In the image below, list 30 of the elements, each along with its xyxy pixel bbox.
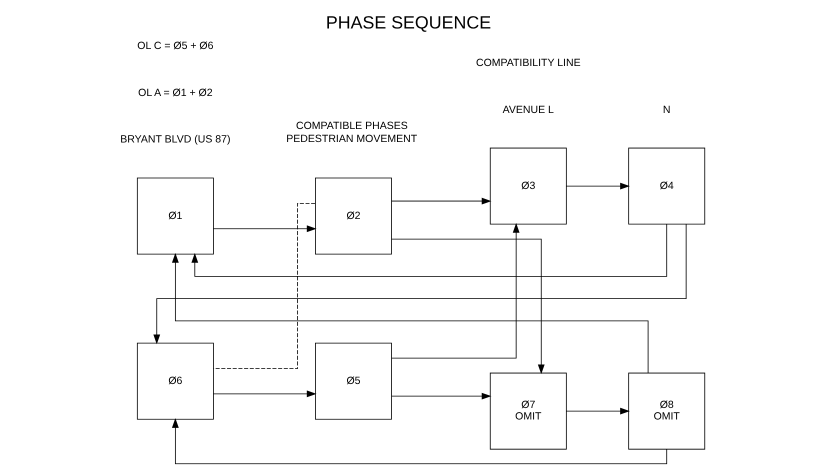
connector bbox=[213, 202, 316, 369]
label: OL A = Ø1 + Ø2 bbox=[138, 86, 213, 99]
node-box: Ø1 bbox=[136, 178, 214, 254]
label: N bbox=[662, 104, 671, 116]
legend-label: COMPATIBLE PHASES bbox=[296, 120, 408, 132]
arrow bbox=[391, 223, 520, 359]
arrow bbox=[213, 225, 317, 232]
arrow bbox=[191, 224, 668, 277]
node-box: Ø8 OMIT bbox=[628, 372, 706, 450]
node-box: Ø6 bbox=[136, 342, 214, 420]
diagram-title: PHASE SEQUENCE bbox=[326, 12, 492, 33]
node-box: Ø3 bbox=[490, 148, 567, 225]
node-box: Ø5 bbox=[315, 342, 392, 420]
arrow bbox=[391, 238, 545, 374]
arrow bbox=[213, 390, 317, 398]
label: OL C = Ø5 + Ø6 bbox=[137, 40, 214, 52]
arrow bbox=[153, 224, 687, 344]
label: COMPATIBILITY LINE bbox=[476, 56, 581, 69]
node-box: Ø7 OMIT bbox=[490, 372, 567, 450]
label: AVENUE L bbox=[502, 104, 554, 116]
node-box: Ø4 bbox=[628, 148, 706, 225]
label: BRYANT BLVD (US 87) bbox=[120, 134, 231, 146]
node-box: Ø2 bbox=[315, 178, 392, 254]
arrow bbox=[566, 182, 630, 190]
arrow bbox=[566, 408, 630, 415]
legend-label: PEDESTRIAN MOVEMENT bbox=[286, 132, 418, 145]
arrow bbox=[172, 418, 668, 464]
arrow bbox=[391, 392, 492, 400]
arrow bbox=[172, 252, 648, 374]
arrow bbox=[391, 198, 492, 204]
